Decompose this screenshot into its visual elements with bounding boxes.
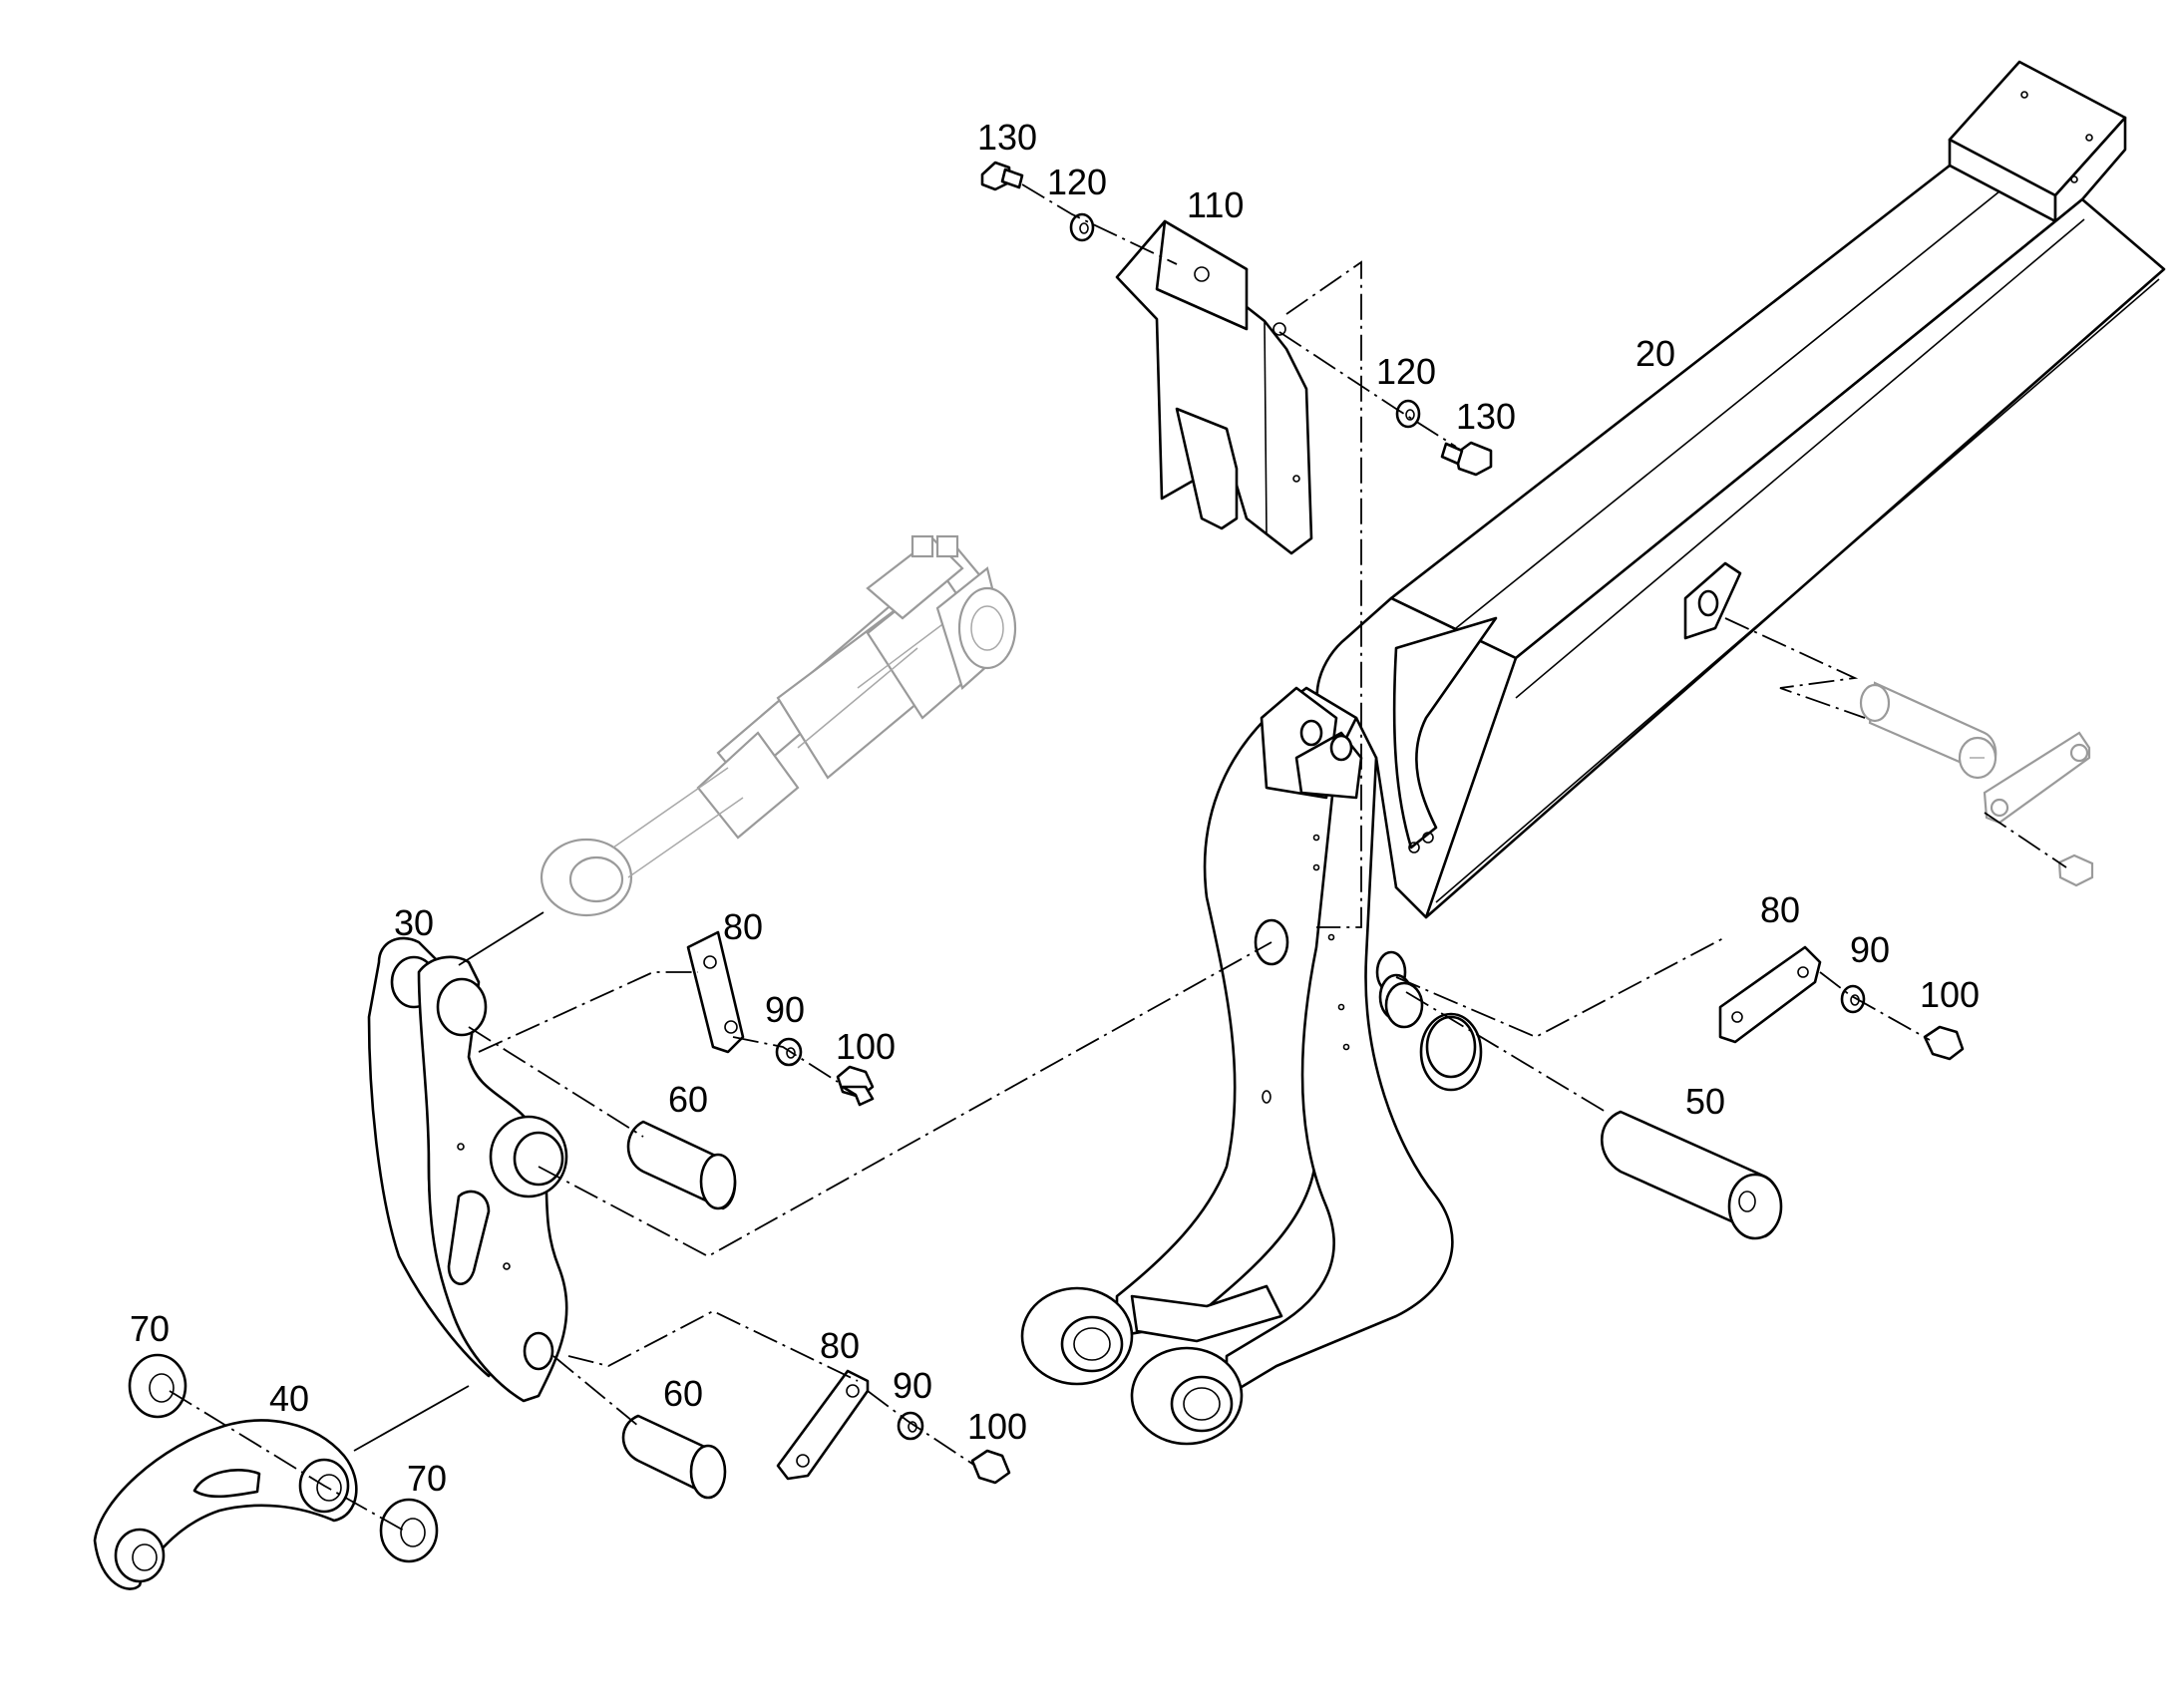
bolt-100-right xyxy=(1923,1025,1965,1061)
washer-90-right xyxy=(1840,984,1866,1014)
bolt-130-right xyxy=(1440,441,1493,477)
guard-plate-part-110 xyxy=(1115,219,1313,555)
callout-60-lower: 60 xyxy=(663,1373,703,1414)
callout-110: 110 xyxy=(1187,184,1244,225)
hydraulic-cylinder xyxy=(540,534,1017,917)
callout-130-right: 130 xyxy=(1456,396,1516,437)
callout-80-left: 80 xyxy=(723,906,763,947)
callout-30: 30 xyxy=(394,902,434,943)
callout-120-right: 120 xyxy=(1376,351,1436,392)
callout-80-right: 80 xyxy=(1760,889,1800,930)
callout-50: 50 xyxy=(1685,1081,1725,1122)
retaining-plate-80-left xyxy=(686,930,745,1054)
callout-100-right: 100 xyxy=(1920,974,1980,1015)
right-pin-assembly-ghost xyxy=(1859,681,2094,887)
pin-part-60-upper xyxy=(626,1120,737,1210)
callout-60-upper: 60 xyxy=(668,1079,708,1120)
callout-100-lower: 100 xyxy=(967,1406,1027,1447)
callout-90-left: 90 xyxy=(765,989,805,1030)
callout-90-right: 90 xyxy=(1850,929,1890,970)
connector-lines xyxy=(353,911,545,1452)
callout-80-lower: 80 xyxy=(820,1325,860,1366)
retaining-plate-80-right xyxy=(1718,945,1822,1044)
callout-70-upper: 70 xyxy=(130,1308,170,1349)
bolt-100-left xyxy=(836,1065,875,1107)
callout-120-upper: 120 xyxy=(1047,162,1107,202)
callout-100-left: 100 xyxy=(836,1026,896,1067)
washer-90-left xyxy=(775,1037,803,1067)
link-piece-part-40 xyxy=(93,1419,358,1590)
bolt-130-upper xyxy=(980,161,1024,191)
link-arm-part-30 xyxy=(367,936,568,1403)
boom-arm-part-20 xyxy=(1020,60,2166,1446)
callout-40: 40 xyxy=(269,1378,309,1419)
pin-part-50 xyxy=(1600,1110,1783,1240)
callout-130-upper: 130 xyxy=(977,117,1037,158)
callout-90-lower: 90 xyxy=(893,1365,932,1406)
washer-120-right xyxy=(1395,399,1421,429)
assembly-axis-lines xyxy=(169,183,2067,1532)
callout-70-lower: 70 xyxy=(407,1458,447,1499)
washer-70-lower xyxy=(379,1498,439,1563)
spacer-ring xyxy=(1384,981,1477,1079)
washer-70-upper xyxy=(128,1353,187,1419)
bolt-100-lower xyxy=(970,1449,1011,1485)
callout-labels: 130 120 110 120 130 20 30 80 90 100 60 8… xyxy=(130,117,1980,1499)
callout-20: 20 xyxy=(1635,333,1675,374)
pin-part-60-lower xyxy=(621,1414,727,1500)
washer-120-upper xyxy=(1069,212,1095,242)
retaining-plate-80-lower xyxy=(776,1369,870,1481)
